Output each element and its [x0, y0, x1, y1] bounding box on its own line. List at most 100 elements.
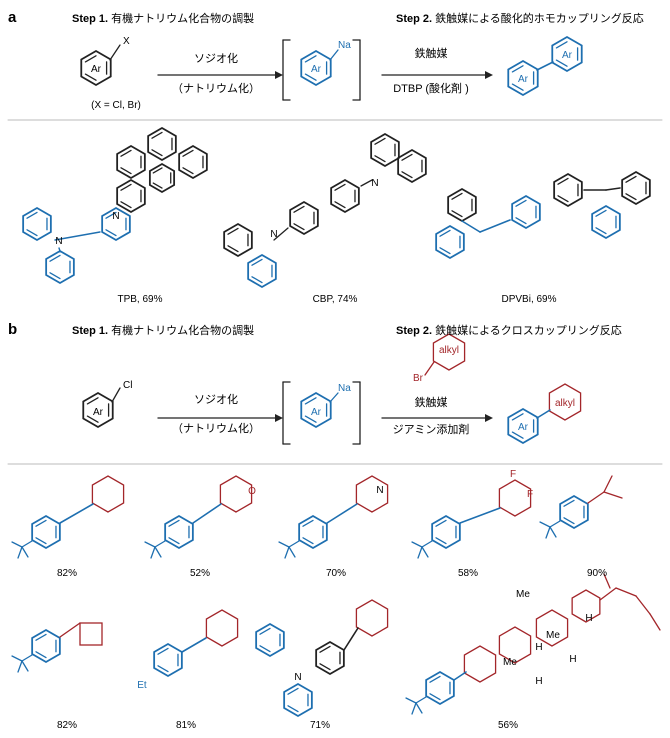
dpvbi-ring-double-bond — [451, 210, 463, 218]
tpb-ring-double-bond — [152, 182, 163, 189]
steroid-ring-b — [498, 626, 532, 664]
product-b-ring-double-bond — [511, 431, 524, 439]
substrate-ring-double-bond — [84, 55, 97, 63]
arrow2-top-label: 鉄触媒 — [415, 46, 448, 60]
row1-aryl-ring — [164, 514, 194, 550]
row1-aryl-ring-double-bond — [168, 537, 180, 545]
tbutyl-methyl — [288, 546, 296, 558]
steroid-aryl-ring — [425, 670, 455, 706]
cbp-ring-double-bond — [293, 223, 305, 231]
tbutyl-methyl — [539, 521, 551, 528]
cbp-ring-double-bond — [251, 258, 263, 266]
steroid-h-3: H — [535, 676, 542, 687]
intermediate-b-na: Na — [338, 383, 351, 394]
steroid-side-chain — [615, 587, 637, 597]
tbutyl-methyl — [549, 526, 557, 538]
tpb-n-left: N — [55, 236, 62, 247]
steroid-side-chain — [599, 587, 617, 601]
tpb-ring — [101, 206, 131, 242]
reagent-br-bond — [424, 361, 435, 376]
product-ar-left: Ar — [518, 74, 529, 85]
intermediate-ring-double-bond — [304, 73, 317, 81]
diphenylamine-n-atom: N — [294, 672, 301, 683]
fluorine-1: F — [510, 469, 516, 480]
product-b-ring-double-bond — [511, 413, 524, 421]
row1-aryl-ring-double-bond — [435, 537, 447, 545]
row2-aryl-ring — [31, 628, 61, 664]
steroid-me-top: Me — [516, 589, 530, 600]
product-ring-left-double-bond — [511, 83, 524, 91]
yield-isobutyl: 90% — [587, 568, 607, 579]
dpvbi-ring — [435, 224, 465, 260]
intermediate-na-bond — [329, 49, 339, 61]
row2-aryl-ring-double-bond — [259, 627, 271, 635]
tbutyl-bond — [21, 540, 33, 548]
tbutyl-methyl — [545, 526, 551, 539]
tpb-ring-double-bond — [120, 167, 132, 175]
isobutyl — [603, 475, 613, 493]
steroid-aryl-ring-double-bond — [429, 693, 441, 701]
cyclobutyl-link — [59, 622, 81, 638]
tbutyl-methyl — [411, 541, 423, 548]
intermediate-b-ring-double-bond — [304, 397, 317, 405]
dpvbi-ring-double-bond — [515, 217, 527, 225]
row1-link — [459, 507, 501, 524]
row1-aryl-ring-double-bond — [563, 499, 575, 507]
dpvbi-ring — [553, 172, 583, 208]
steroid-side-chain — [603, 573, 611, 589]
cbp-ring-double-bond — [251, 276, 263, 284]
row2-cyclohexyl-ring — [355, 599, 389, 637]
tbutyl-bond — [549, 520, 561, 528]
product-cbp-label: CBP, 74% — [313, 294, 358, 305]
cbp-ring-double-bond — [401, 153, 413, 161]
row1-aryl-ring — [559, 494, 589, 530]
reagent-alkyl: alkyl — [439, 345, 459, 356]
product-tpb-label: TPB, 69% — [117, 294, 162, 305]
tbutyl-methyl — [421, 546, 429, 558]
row2-aryl-ring — [255, 622, 285, 658]
cbp-bond — [360, 179, 373, 187]
tpb-ring-double-bond — [120, 149, 132, 157]
arrow-b2-head — [485, 414, 493, 422]
row2-aryl-ring-double-bond — [157, 665, 169, 673]
thp-o-atom: O — [248, 486, 256, 497]
row1-alkyl-ring — [498, 479, 532, 517]
steroid-h-4: H — [585, 613, 592, 624]
cbp-ring — [289, 200, 319, 236]
tbutyl-methyl — [17, 546, 23, 559]
cbp-ring — [330, 178, 360, 214]
row2-aryl-ring-double-bond — [319, 663, 331, 671]
tbutyl-bond — [288, 540, 300, 548]
row2-aryl-ring-double-bond — [35, 633, 47, 641]
row1-alkyl-ring — [91, 475, 125, 513]
arrow1-head — [275, 71, 283, 79]
row1-link — [326, 503, 358, 524]
tbutyl-methyl — [417, 546, 423, 559]
row2-aryl-ring-double-bond — [287, 687, 299, 695]
yield-cyclohexyl: 82% — [57, 568, 77, 579]
tbutyl-bond — [21, 654, 33, 662]
dpvbi-ring-double-bond — [439, 247, 451, 255]
cbp-ring-double-bond — [374, 137, 386, 145]
tbutyl-methyl — [150, 546, 156, 559]
isobutyl — [587, 491, 605, 504]
cyclobutyl-ring — [79, 622, 103, 646]
cbp-ring-double-bond — [334, 183, 346, 191]
biaryl-bond — [536, 61, 554, 71]
arrow-b1-head — [275, 414, 283, 422]
tpb-ring-double-bond — [26, 211, 38, 219]
arrow2-head — [485, 71, 493, 79]
row1-aryl-ring-double-bond — [302, 519, 314, 527]
intermediate-na: Na — [338, 40, 351, 51]
tpb-ring-double-bond — [120, 201, 132, 209]
ethyl-group: Et — [137, 680, 147, 691]
cbp-ring-double-bond — [374, 155, 386, 163]
tbutyl-bond — [421, 540, 433, 548]
intermediate-b-ring — [300, 391, 332, 429]
product-ring-right-double-bond — [555, 59, 568, 67]
cbp-bond — [273, 227, 289, 241]
dpvbi-ring — [591, 204, 621, 240]
tbutyl-methyl — [17, 660, 23, 673]
tbutyl-methyl — [21, 660, 29, 672]
arrow-b1-bottom-label: （ナトリウム化） — [172, 421, 260, 435]
